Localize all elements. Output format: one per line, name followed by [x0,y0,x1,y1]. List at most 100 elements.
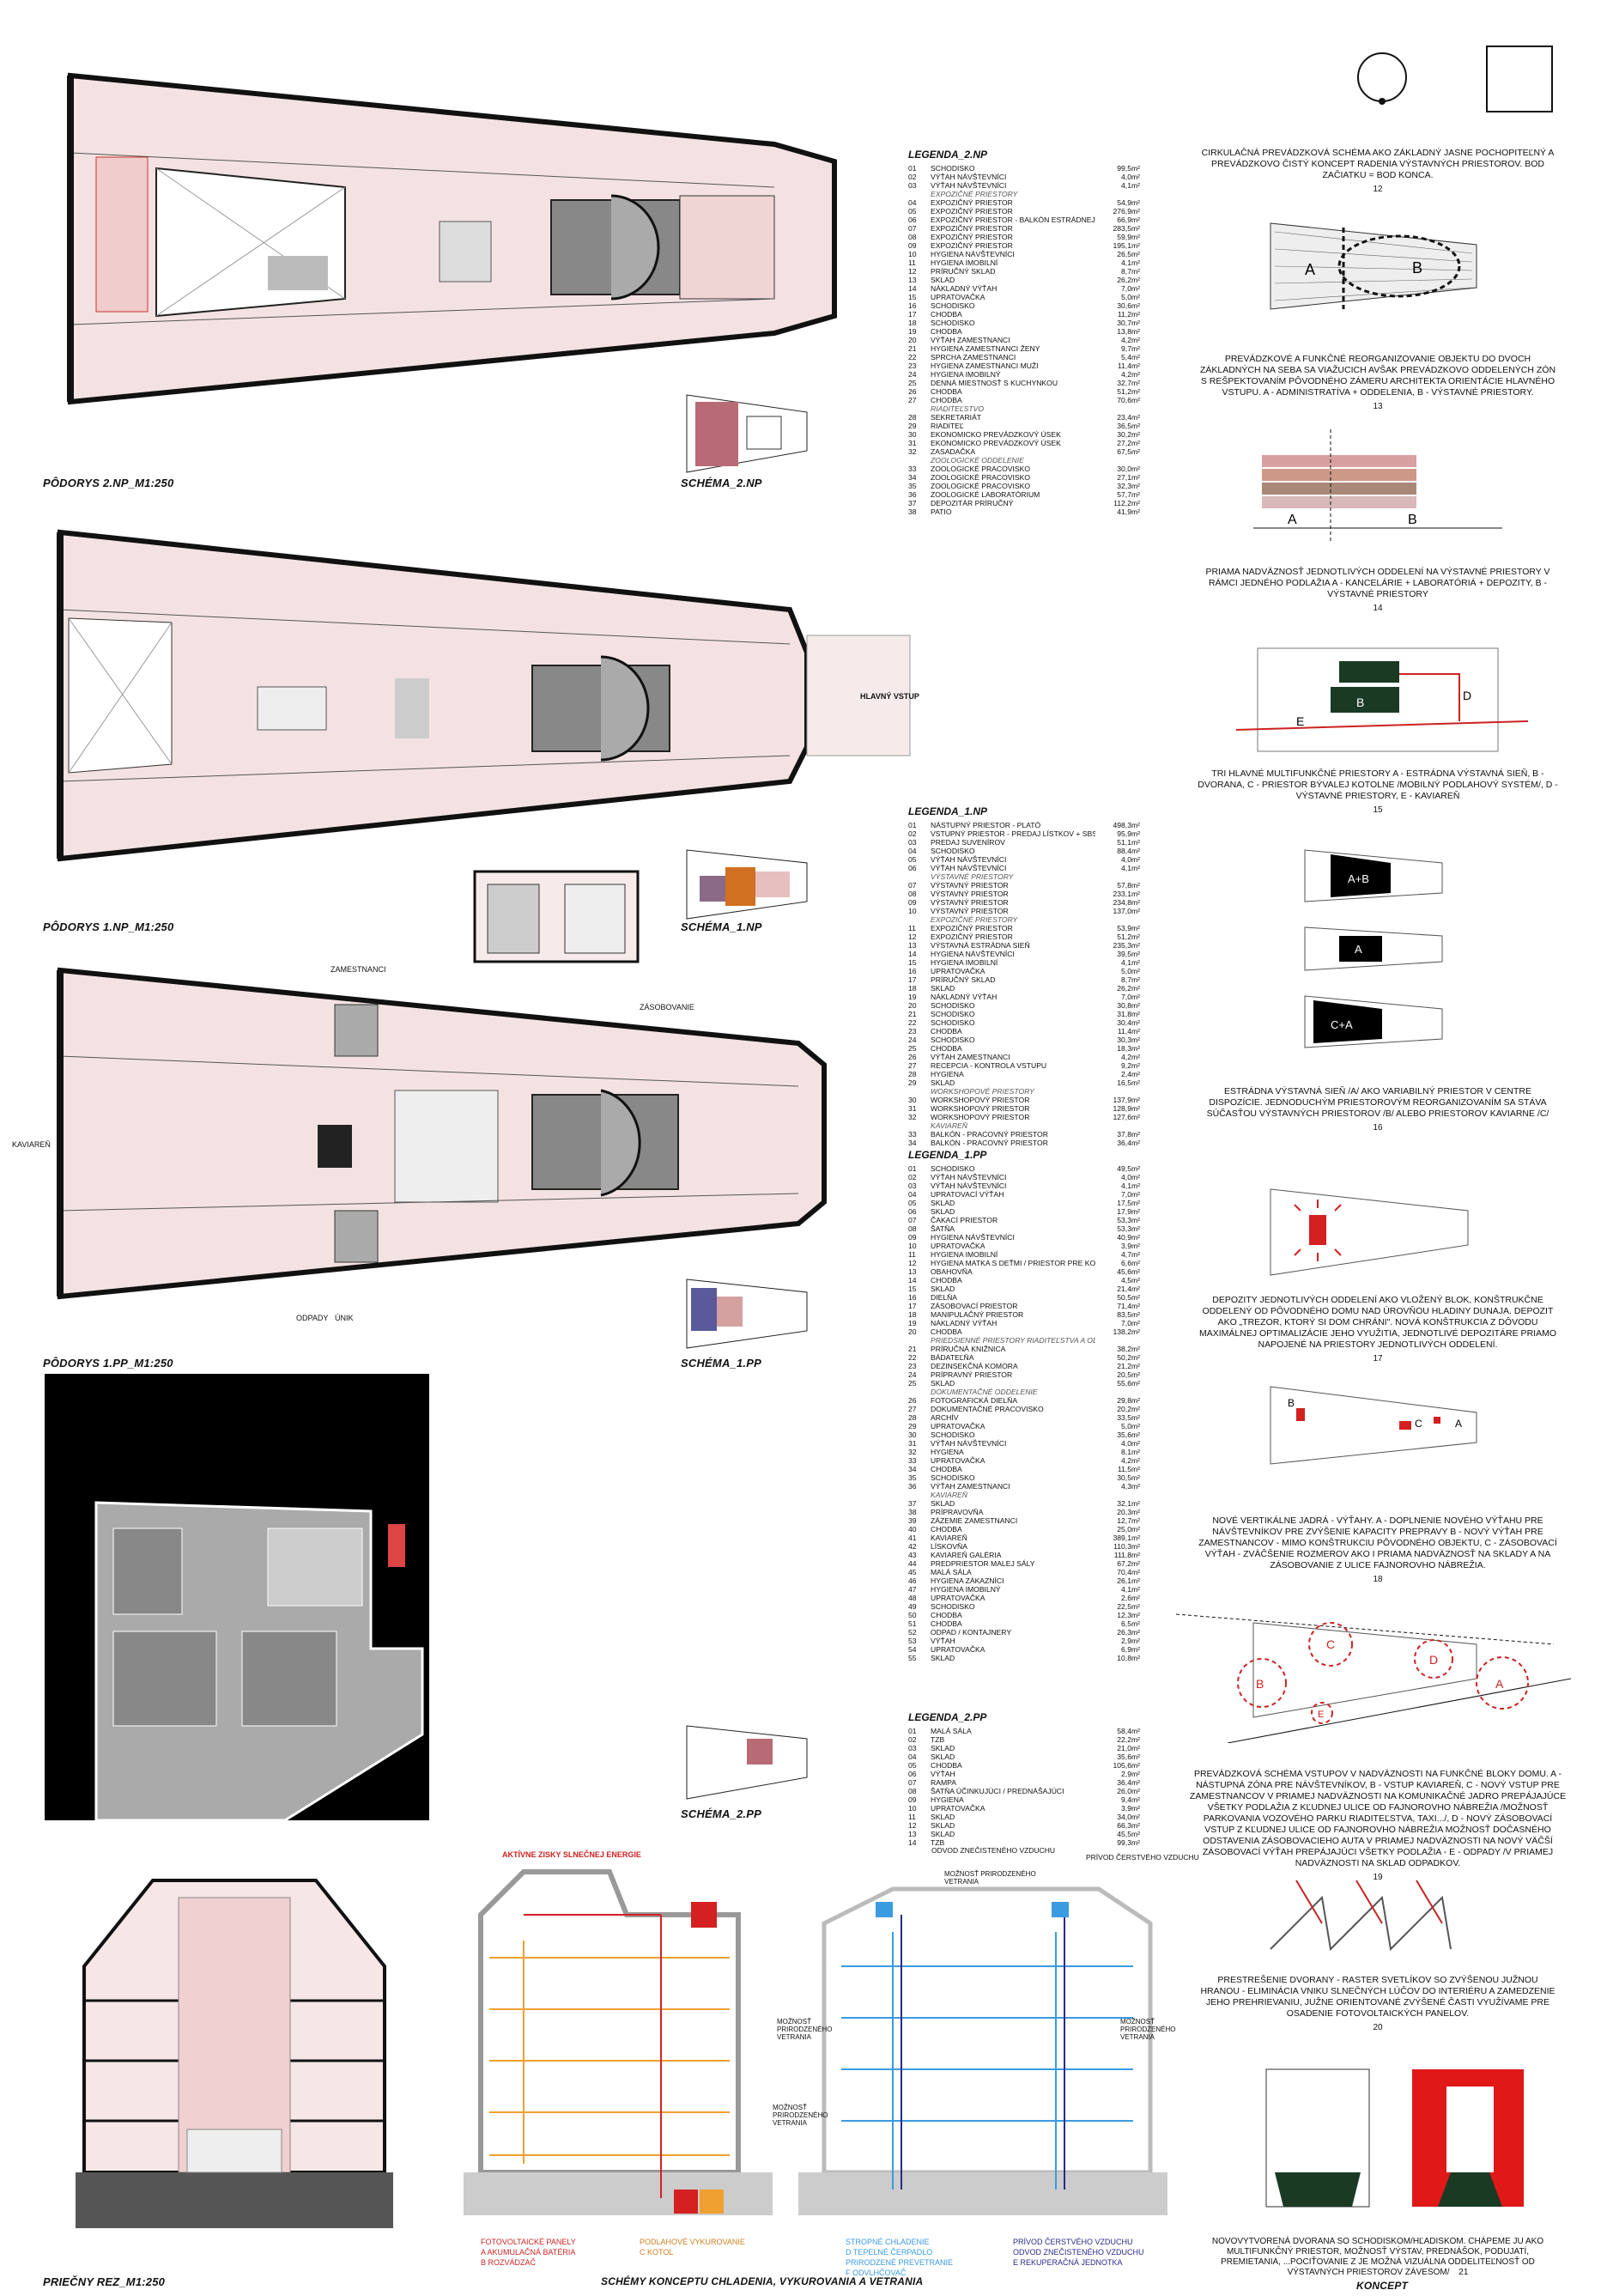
legend-area: 27,1m² [1117,473,1140,482]
legend-area: 99,3m² [1117,1838,1140,1847]
legend-area: 4,1m² [1121,958,1140,967]
legend-number: 38 [908,1508,917,1516]
legend-number: 32 [908,1448,917,1456]
legend-area: 235,3m² [1113,941,1140,950]
legend-number: 19 [908,1319,917,1327]
caption-13: PREVÁDZKOVÉ A FUNKČNÉ REORGANIZOVANIE OB… [1198,354,1558,412]
legend-area: 4,2m² [1121,336,1140,344]
caption-12: CIRKULAČNÁ PREVÁDZKOVÁ SCHÉMA AKO ZÁKLAD… [1198,148,1558,195]
caption-number-17: 17 [1373,1354,1383,1364]
legend-area: 55,6m² [1117,1379,1140,1388]
legend-area: 22,2m² [1117,1735,1140,1744]
key-2: A AKUMULAČNÁ BATÉRIA [481,2248,576,2257]
key-8: PRIRODZENÉ PREVETRANIE [846,2258,954,2267]
legend-label: VÝSTAVNÁ ESTRÁDNA SIEŇ [931,941,1030,950]
schema-1np [678,841,833,927]
legend-number [908,1388,931,1396]
legend-area: 17,5m² [1117,1199,1140,1207]
legend-number: 07 [908,881,917,890]
legend-label: VÝŤAH ZAMESTNANCI [931,336,1010,344]
legend-area: 10,8m² [1117,1654,1140,1662]
legend-area: 21,2m² [1117,1362,1140,1370]
legend-number: 26 [908,1396,917,1405]
legend-number: 13 [908,1267,917,1276]
legend-number: 25 [908,1379,917,1388]
legend-number: 22 [908,353,917,361]
legend-label: KAVIAREŇ [931,1491,967,1499]
legend-label: EXPOZIČNÝ PRIESTOR [931,233,1013,241]
key-7: D TEPELNÉ ČERPADLO [846,2248,933,2257]
legend-label: SCHODISKO [931,1602,975,1611]
legend-label: CHODBA [931,1044,962,1053]
legend-label: SKLAD [931,276,955,284]
legend-number [908,1121,931,1130]
legend-area: 38,2m² [1117,1345,1140,1353]
legend-number: 41 [908,1534,917,1542]
legend-number: 29 [908,422,917,430]
legend-area: 45,6m² [1117,1267,1140,1276]
legend-label: EXPOZIČNÉ PRIESTORY [931,915,1018,924]
legend-number: 30 [908,430,917,439]
legend-number: 03 [908,1181,917,1190]
legend-number: 23 [908,361,917,370]
legend-area [1095,1491,1140,1499]
legend-row: ZOOLOGICKÉ ODDELENIE [908,456,1140,465]
legend-area: 32,3m² [1117,482,1140,490]
schema-title-1np: SCHÉMA_1.NP [681,920,762,933]
legend-area: 4,2m² [1121,1053,1140,1061]
legend-number: 05 [908,1761,917,1770]
legend-number: 20 [908,1001,917,1010]
legend-area: 5,0m² [1121,1422,1140,1430]
legend-number: 04 [908,1190,917,1199]
legend-number: 22 [908,1353,917,1362]
legend-label: DOKUMENTAČNÉ PRACOVISKO [931,1405,1044,1413]
legend-label: SCHODISKO [931,164,975,173]
legend-label: SCHODISKO [931,1430,975,1439]
legend-label: NÁKLADNÝ VÝŤAH [931,993,998,1001]
legend-label: HYGIENA IMOBILNÝ [931,370,1001,379]
caption-18: NOVÉ VERTIKÁLNE JADRÁ - VÝŤAHY. A - DOPL… [1198,1515,1558,1585]
legend-label: MALÁ SÁLA [931,1727,972,1735]
legend-area: 30,6m² [1117,301,1140,310]
main-entrance-label: HLAVNÝ VSTUP [860,692,919,701]
legend-label: ZOOLOGICKÉ ODDELENIE [931,456,1024,465]
legend-label: VÝŤAH NÁVŠTEVNÍCI [931,173,1007,181]
legend-area: 26,0m² [1117,1787,1140,1795]
legend-area: 105,6m² [1113,1761,1140,1770]
schemes-title: SCHÉMY KONCEPTU CHLADENIA, VYKUROVANIA A… [601,2275,924,2287]
legend-area: 54,9m² [1117,198,1140,207]
legend-number: 35 [908,1473,917,1482]
legend-area: 41,9m² [1117,507,1140,516]
legend-heating: FOTOVOLTAICKÉ PANELY A AKUMULAČNÁ BATÉRI… [481,2237,576,2268]
legend-label: UPRATOVAČKA [931,1242,985,1250]
legend-label: SKLAD [931,1078,955,1087]
legend-area: 4,0m² [1121,173,1140,181]
legend-area: 6,9m² [1121,1645,1140,1654]
legend-number: 23 [908,1027,917,1036]
legend-label: OBAHOVŇA [931,1267,973,1276]
legend-area: 66,9m² [1117,216,1140,224]
svg-text:A: A [1288,513,1297,527]
legend-number: 17 [908,310,917,319]
legend-label: SPRCHA ZAMESTNANCI [931,353,1016,361]
caption-16: ESTRÁDNA VÝSTAVNÁ SIEŇ /A/ AKO VARIABILN… [1198,1086,1558,1133]
